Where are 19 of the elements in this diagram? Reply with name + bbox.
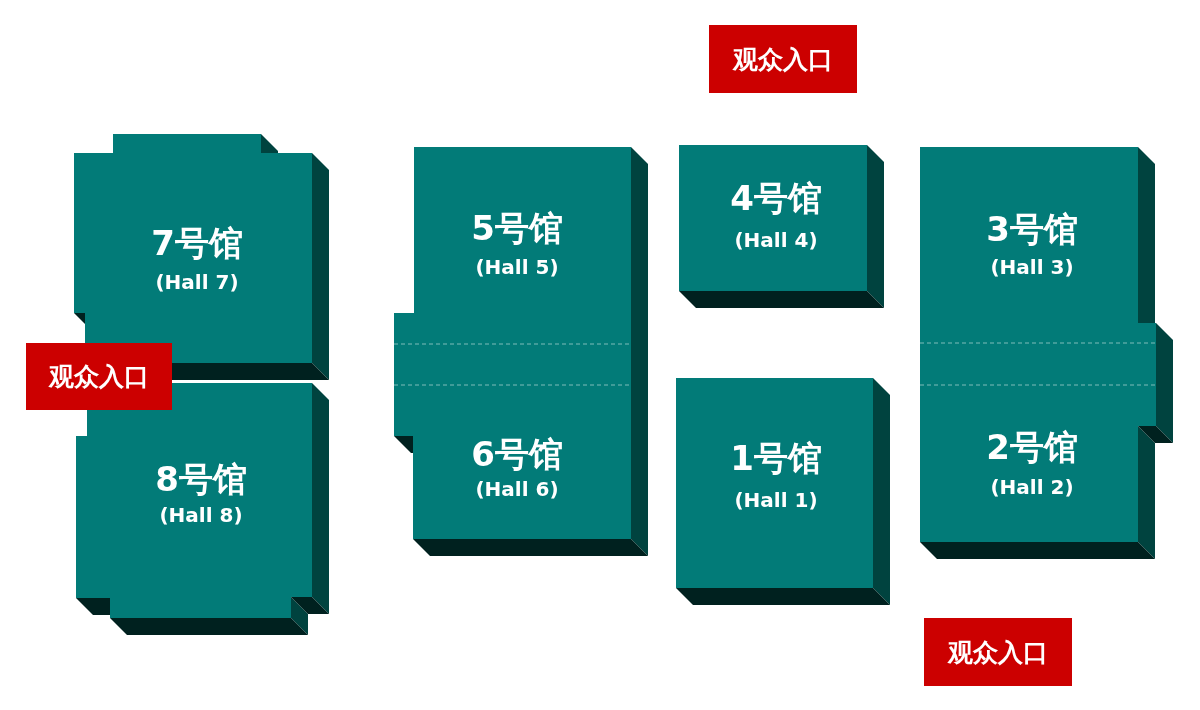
hall-title: 6号馆 (471, 435, 563, 475)
hall-subtitle: (Hall 1) (734, 488, 818, 512)
entrance-sign: 观众入口 (709, 25, 857, 93)
hall-subtitle: (Hall 7) (155, 270, 239, 294)
hall-title: 7号馆 (151, 224, 243, 264)
hall-title: 5号馆 (471, 209, 563, 249)
hall-subtitle: (Hall 5) (475, 255, 559, 279)
hall-subtitle: (Hall 2) (990, 475, 1074, 499)
hall-subtitle: (Hall 6) (475, 477, 559, 501)
hall-subtitle: (Hall 8) (159, 503, 243, 527)
hall-title: 3号馆 (986, 210, 1078, 250)
hall-title: 1号馆 (730, 439, 822, 479)
entrance-sign: 观众入口 (26, 343, 172, 410)
hall-title: 8号馆 (155, 460, 247, 500)
entrance-sign: 观众入口 (924, 618, 1072, 686)
hall-subtitle: (Hall 4) (734, 228, 818, 252)
hall-title: 2号馆 (986, 428, 1078, 468)
hall-title: 4号馆 (730, 179, 822, 219)
hall-subtitle: (Hall 3) (990, 255, 1074, 279)
